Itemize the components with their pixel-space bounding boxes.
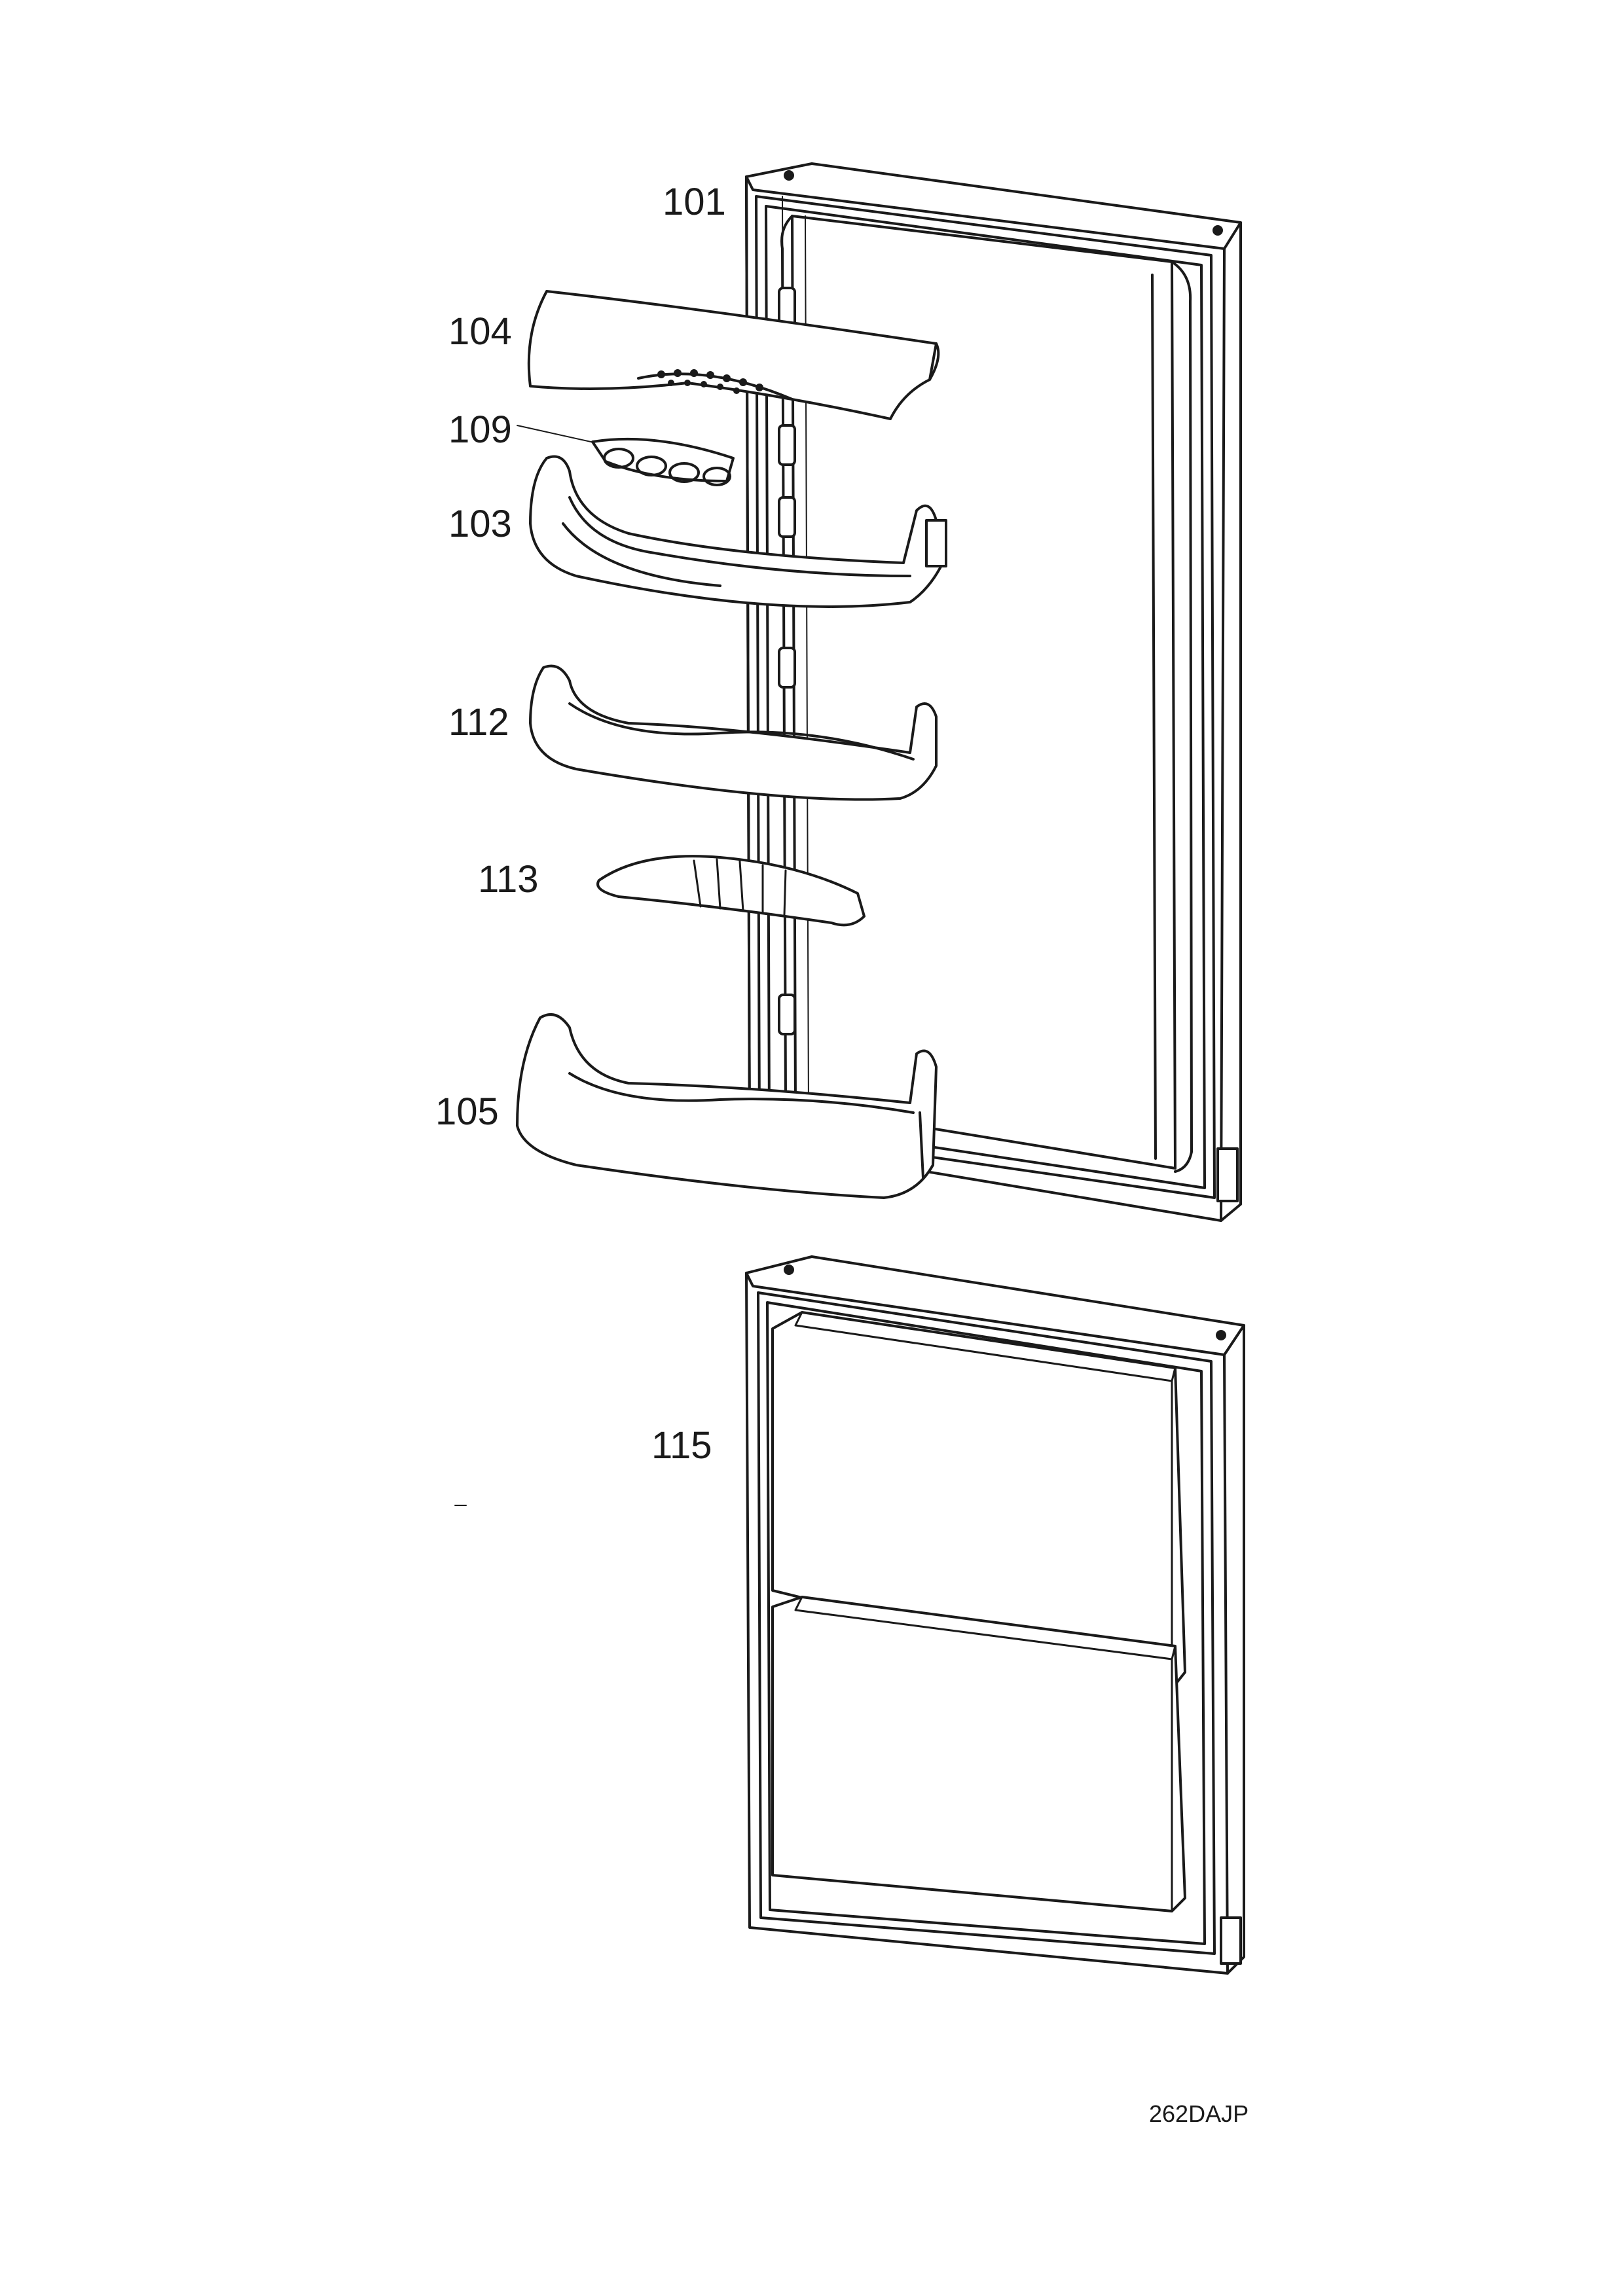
label-115: 115 (651, 1424, 712, 1467)
drawing-code: 262DAJP (1149, 2100, 1249, 2127)
label-101: 101 (663, 181, 726, 223)
freezer-door-115 (745, 1255, 1245, 1975)
door-shelf-103 (529, 455, 947, 608)
label-105: 105 (435, 1090, 499, 1133)
label-109: 109 (448, 408, 512, 451)
door-shelf-112 (529, 664, 938, 801)
fridge-door-101 (745, 162, 1242, 1222)
label-113: 113 (478, 858, 539, 901)
small-tray-113 (596, 855, 866, 927)
bottle-shelf-105 (516, 1013, 938, 1199)
label-112: 112 (448, 701, 509, 744)
egg-tray-109 (517, 425, 735, 486)
label-103: 103 (448, 503, 512, 545)
label-104: 104 (448, 310, 512, 353)
dairy-cover-104 (527, 290, 940, 420)
